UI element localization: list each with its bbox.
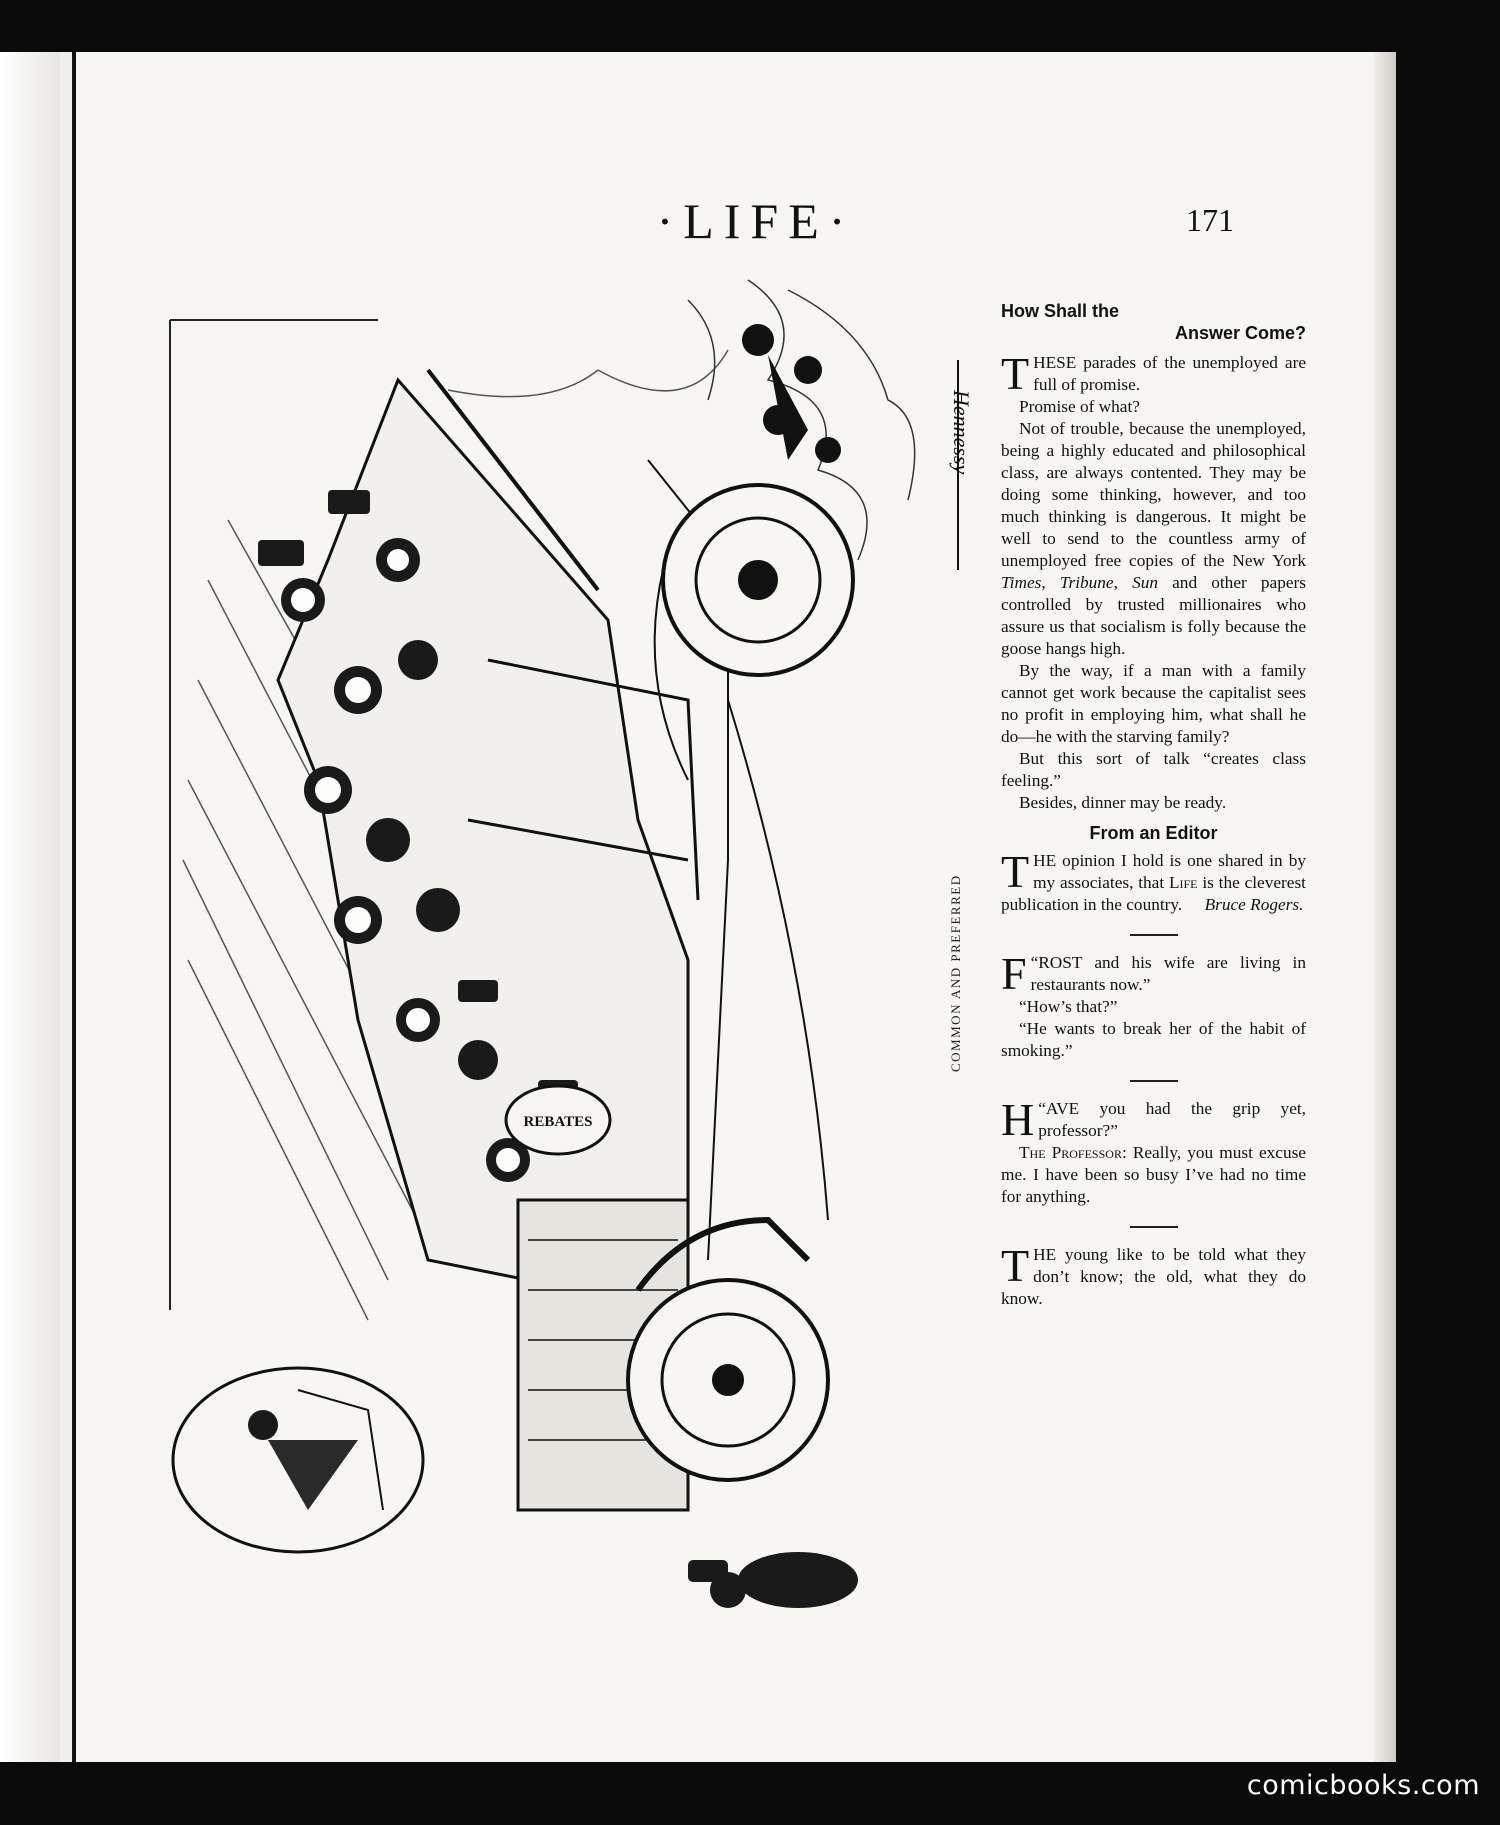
article-heading-line2: Answer Come?	[1174, 323, 1306, 343]
rear-wheel	[653, 483, 855, 781]
article-paragraph: By the way, if a man with a family canno…	[1001, 661, 1306, 746]
illustration-caption: COMMON AND PREFERRED	[948, 874, 963, 1072]
front-wheel	[626, 1216, 830, 1482]
divider-rule	[1129, 934, 1178, 936]
fallen-figure	[688, 1552, 858, 1608]
facing-page-edge	[0, 52, 75, 1762]
drop-cap: H	[1001, 1094, 1035, 1145]
automobile	[276, 368, 729, 1512]
page-number: 171	[1186, 202, 1234, 238]
article-paragraph: But this sort of talk “creates class fee…	[1001, 749, 1306, 790]
artist-signature: Hennessy	[949, 389, 974, 475]
divider-rule	[1129, 1226, 1178, 1228]
article-paragraph: Not of trouble, because the unemployed, …	[1001, 419, 1306, 658]
exhaust-cloud	[687, 279, 916, 561]
article-paragraph: Promise of what?	[1019, 397, 1140, 416]
page-gutter-shadow	[1374, 52, 1396, 1762]
rebates-bag: REBATES	[504, 1084, 612, 1156]
drop-cap: F	[1001, 948, 1027, 999]
magazine-page: ·LIFE· 171	[76, 52, 1396, 1762]
joke-frost-line: “He wants to break her of the habit of s…	[1001, 1019, 1306, 1060]
joke-frost-line: “How’s that?”	[1019, 997, 1118, 1016]
article-heading-line1: How Shall the	[1001, 301, 1120, 321]
editor-credit: Bruce Rogers.	[1204, 895, 1304, 914]
divider-rule	[1129, 1080, 1178, 1082]
masthead-title: ·LIFE·	[656, 193, 856, 249]
drop-cap: T	[1001, 846, 1030, 897]
inset-vignette	[171, 1366, 425, 1554]
article-paragraph: Besides, dinner may be ready.	[1019, 793, 1227, 812]
rebates-label: REBATES	[524, 1114, 593, 1130]
site-watermark: comicbooks.com	[1246, 1770, 1480, 1801]
drop-cap: T	[1001, 348, 1030, 399]
passengers	[258, 490, 578, 1182]
drop-cap: T	[1001, 1240, 1030, 1291]
joke-professor-line: The Professor: Really, you must excuse m…	[1001, 1143, 1306, 1206]
cartoon-illustration: REBATES Hennessy	[168, 260, 998, 1640]
flying-figures	[742, 324, 841, 463]
editor-heading: From an Editor	[1089, 823, 1218, 843]
